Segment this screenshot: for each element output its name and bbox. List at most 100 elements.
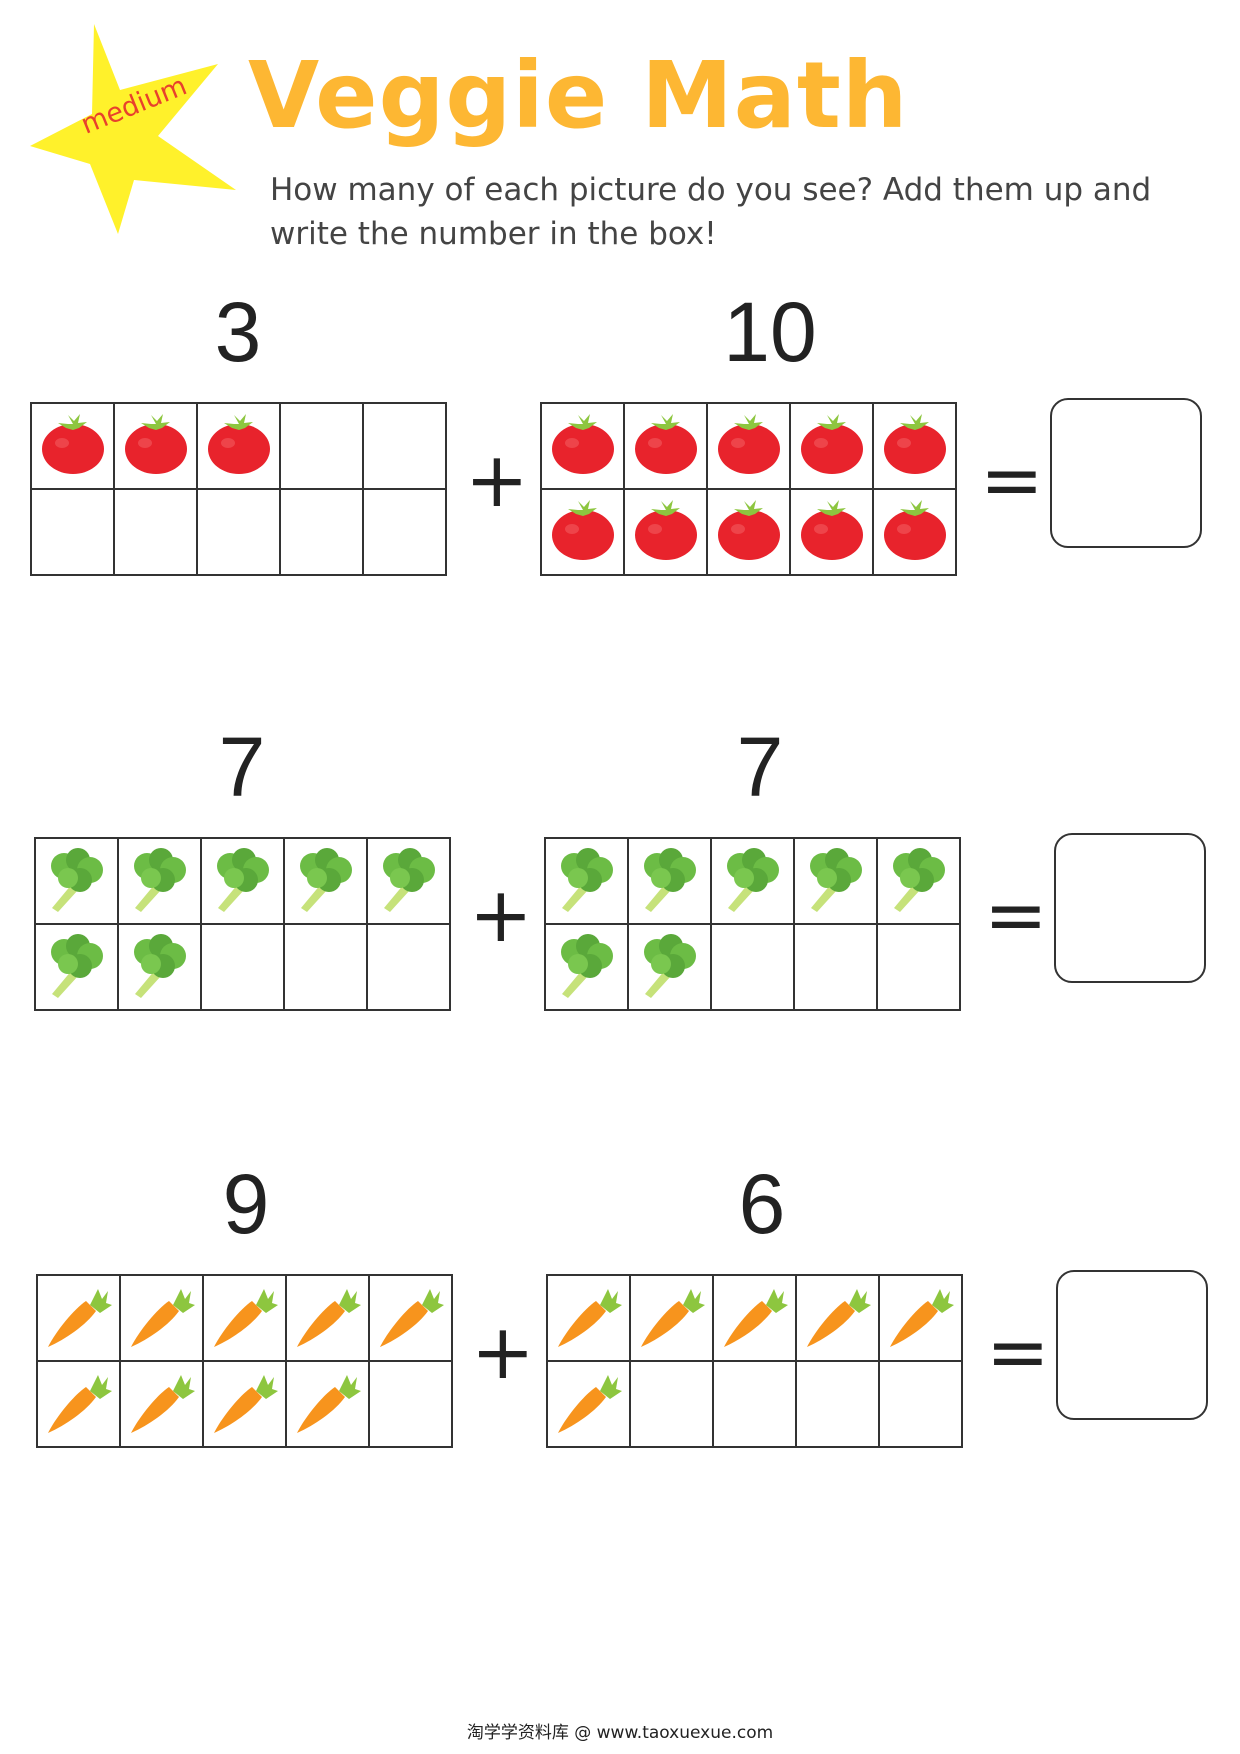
footer-watermark: 淘学学资料库 @ www.taoxuexue.com <box>466 1723 774 1743</box>
ten-frame-cell <box>708 490 791 576</box>
ten-frame-cell <box>708 404 791 490</box>
ten-frame-cell <box>546 839 629 925</box>
ten-frame-cell <box>285 925 368 1011</box>
right-ten-frame <box>546 1274 963 1448</box>
carrot-icon <box>127 1367 197 1441</box>
tomato-icon <box>121 409 191 483</box>
broccoli-icon <box>291 844 361 918</box>
tomato-icon <box>548 495 618 569</box>
left-ten-frame <box>36 1274 453 1448</box>
carrot-icon <box>637 1281 707 1355</box>
ten-frame-cell <box>795 839 878 925</box>
carrot-icon <box>44 1367 114 1441</box>
ten-frame-cell <box>368 839 451 925</box>
tomato-icon <box>880 495 950 569</box>
ten-frame-cell <box>281 404 364 490</box>
broccoli-icon <box>208 844 278 918</box>
answer-box[interactable] <box>1056 1270 1208 1420</box>
broccoli-icon <box>884 844 954 918</box>
ten-frame-cell <box>712 925 795 1011</box>
ten-frame-cell <box>880 1276 963 1362</box>
carrot-icon <box>803 1281 873 1355</box>
carrot-icon <box>554 1281 624 1355</box>
ten-frame-cell <box>198 490 281 576</box>
answer-box[interactable] <box>1050 398 1202 548</box>
carrot-icon <box>44 1281 114 1355</box>
ten-frame-cell <box>364 490 447 576</box>
equals-sign: = <box>984 870 1048 959</box>
ten-frame-cell <box>797 1362 880 1448</box>
plus-sign: + <box>465 435 529 524</box>
ten-frame-cell <box>548 1362 631 1448</box>
ten-frame-cell <box>115 404 198 490</box>
tomato-icon <box>797 409 867 483</box>
right-count: 7 <box>736 720 784 814</box>
broccoli-icon <box>125 844 195 918</box>
ten-frame-cell <box>368 925 451 1011</box>
right-count: 10 <box>723 285 817 379</box>
broccoli-icon <box>552 844 622 918</box>
carrot-icon <box>376 1281 446 1355</box>
ten-frame-cell <box>631 1362 714 1448</box>
right-ten-frame <box>540 402 957 576</box>
ten-frame-cell <box>631 1276 714 1362</box>
answer-box[interactable] <box>1054 833 1206 983</box>
ten-frame-cell <box>364 404 447 490</box>
ten-frame-cell <box>370 1276 453 1362</box>
ten-frame-cell <box>542 404 625 490</box>
ten-frame-cell <box>791 404 874 490</box>
carrot-icon <box>210 1281 280 1355</box>
broccoli-icon <box>42 844 112 918</box>
ten-frame-cell <box>625 490 708 576</box>
carrot-icon <box>210 1367 280 1441</box>
tomato-icon <box>631 495 701 569</box>
ten-frame-cell <box>202 839 285 925</box>
ten-frame-cell <box>38 1276 121 1362</box>
equals-sign: = <box>986 1307 1050 1396</box>
ten-frame-cell <box>625 404 708 490</box>
ten-frame-cell <box>36 839 119 925</box>
right-count: 6 <box>738 1157 786 1251</box>
left-count: 3 <box>214 285 262 379</box>
left-ten-frame <box>30 402 447 576</box>
tomato-icon <box>714 495 784 569</box>
ten-frame-cell <box>629 925 712 1011</box>
broccoli-icon <box>635 844 705 918</box>
broccoli-icon <box>374 844 444 918</box>
tomato-icon <box>548 409 618 483</box>
ten-frame-cell <box>32 490 115 576</box>
carrot-icon <box>720 1281 790 1355</box>
ten-frame-cell <box>119 925 202 1011</box>
ten-frame-cell <box>119 839 202 925</box>
tomato-icon <box>204 409 274 483</box>
ten-frame-cell <box>548 1276 631 1362</box>
carrot-icon <box>127 1281 197 1355</box>
ten-frame-cell <box>878 839 961 925</box>
ten-frame-cell <box>629 839 712 925</box>
plus-sign: + <box>471 1307 535 1396</box>
ten-frame-cell <box>115 490 198 576</box>
instructions-text: How many of each picture do you see? Add… <box>270 172 1152 252</box>
ten-frame-cell <box>285 839 368 925</box>
ten-frame-cell <box>795 925 878 1011</box>
ten-frame-cell <box>874 404 957 490</box>
ten-frame-cell <box>202 925 285 1011</box>
right-ten-frame <box>544 837 961 1011</box>
ten-frame-cell <box>714 1362 797 1448</box>
ten-frame-cell <box>281 490 364 576</box>
ten-frame-cell <box>287 1362 370 1448</box>
ten-frame-cell <box>714 1276 797 1362</box>
plus-sign: + <box>469 870 533 959</box>
ten-frame-cell <box>36 925 119 1011</box>
ten-frame-cell <box>32 404 115 490</box>
tomato-icon <box>38 409 108 483</box>
page-title: Veggie Math <box>248 42 909 149</box>
ten-frame-cell <box>38 1362 121 1448</box>
tomato-icon <box>631 409 701 483</box>
ten-frame-cell <box>546 925 629 1011</box>
ten-frame-cell <box>204 1276 287 1362</box>
equals-sign: = <box>980 435 1044 524</box>
broccoli-icon <box>125 930 195 1004</box>
